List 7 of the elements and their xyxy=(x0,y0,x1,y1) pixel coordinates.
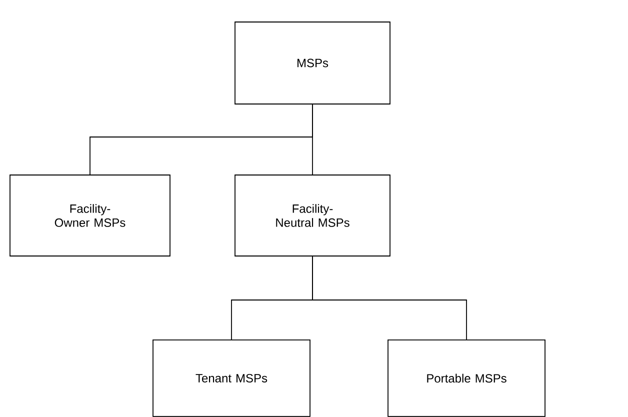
process-box: Portable MSPs xyxy=(388,340,546,417)
process-box: Facility-Neutral MSPs xyxy=(234,174,390,256)
process-box: MSPs xyxy=(234,22,390,104)
process-box: Tenant MSPs xyxy=(152,340,310,417)
connector-line xyxy=(312,104,313,175)
process-box: Facility-Owner MSPs xyxy=(10,174,170,256)
connector-line xyxy=(312,256,467,340)
